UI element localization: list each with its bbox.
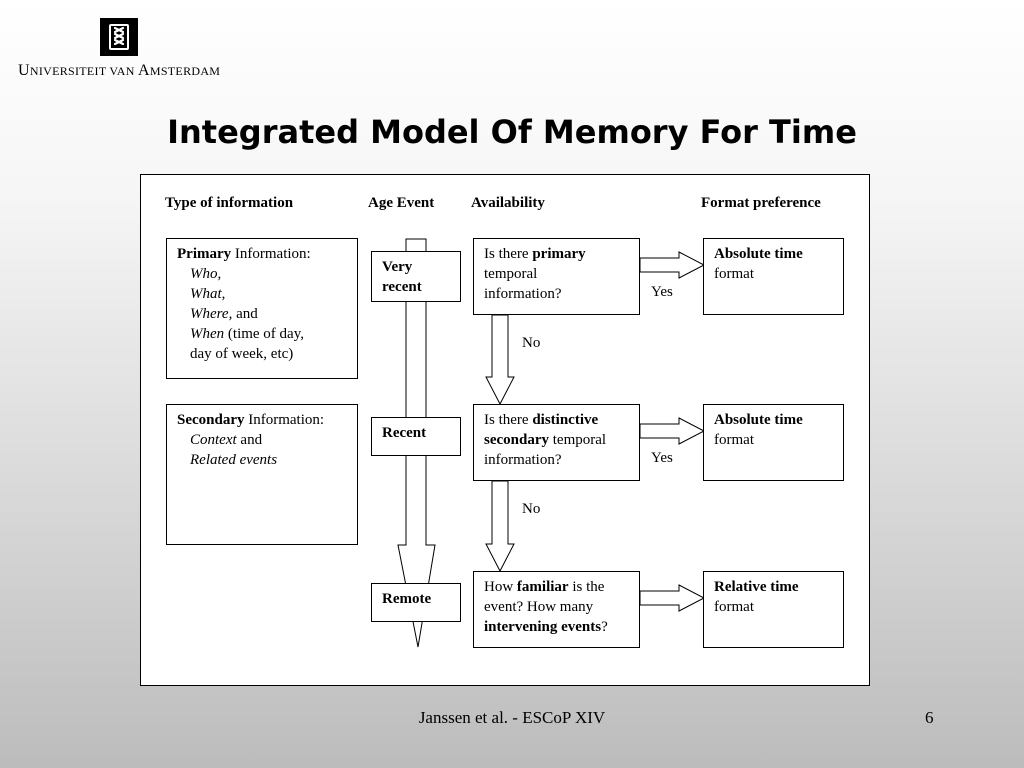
format-relative-time: Relative time format	[703, 571, 844, 648]
primary-information-box: Primary Information: Who, What, Where, a…	[166, 238, 358, 379]
no-arrow-1	[485, 314, 515, 406]
format-absolute-time-2: Absolute time format	[703, 404, 844, 481]
age-event-recent: Recent	[371, 417, 461, 456]
branch-label-no-2: No	[522, 501, 541, 517]
slide-title: Integrated Model Of Memory For Time	[167, 113, 857, 151]
question-familiarity-box: How familiar is the event? How many inte…	[473, 571, 640, 648]
secondary-information-box: Secondary Information: Context and Relat…	[166, 404, 358, 545]
branch-label-yes-1: Yes	[651, 284, 673, 300]
page-number: 6	[925, 708, 934, 727]
university-name: Universiteit van Amsterdam	[18, 62, 221, 79]
question-secondary-box: Is there distinctive secondary temporal …	[473, 404, 640, 481]
yes-arrow-1	[639, 251, 706, 279]
crest-graphic	[100, 18, 138, 56]
age-event-very-recent: Very recent	[371, 251, 461, 302]
arrow-3	[639, 584, 706, 612]
university-crest-icon	[100, 18, 138, 56]
branch-label-no-1: No	[522, 335, 541, 351]
header-type-of-information: Type of information	[165, 195, 294, 211]
diagram-frame: Type of information Age Event Availabili…	[140, 174, 870, 686]
question-primary-box: Is there primary temporal information?	[473, 238, 640, 315]
branch-label-yes-2: Yes	[651, 450, 673, 466]
header-age-event: Age Event	[368, 195, 435, 211]
age-event-remote: Remote	[371, 583, 461, 622]
no-arrow-2	[485, 480, 515, 573]
yes-arrow-2	[639, 417, 706, 445]
header-availability: Availability	[471, 195, 545, 211]
header-format-preference: Format preference	[701, 195, 821, 211]
format-absolute-time-1: Absolute time format	[703, 238, 844, 315]
footer-citation: Janssen et al. - ESCoP XIV	[418, 708, 606, 727]
